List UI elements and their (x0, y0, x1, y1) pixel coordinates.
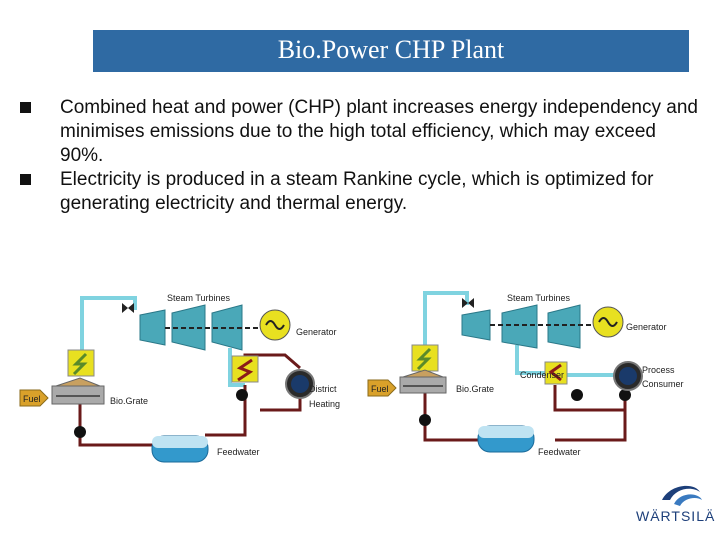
steam-pipe (80, 296, 137, 350)
right-diagram: Fuel Steam Turbines Generator Bio.Grate … (367, 291, 684, 457)
fuel-label: Fuel (371, 384, 389, 394)
water-pipe (205, 385, 247, 437)
steam-pipe (228, 348, 245, 387)
pump-icon (619, 389, 631, 401)
feedwater-label: Feedwater (217, 447, 260, 457)
square-bullet-icon (20, 174, 31, 185)
valve-icon (122, 303, 134, 313)
page-title: Bio.Power CHP Plant (93, 30, 689, 72)
pump-icon (571, 389, 583, 401)
steam-turbines-label: Steam Turbines (167, 293, 231, 303)
bio-grate-icon (399, 369, 447, 394)
generator-label: Generator (296, 327, 337, 337)
water-pipe (553, 385, 625, 412)
bullet-text: Combined heat and power (CHP) plant incr… (60, 97, 698, 166)
heat-exchanger-icon (231, 355, 259, 383)
turbine-icon (461, 309, 491, 341)
water-pipe (260, 395, 302, 412)
pump-icon (74, 426, 86, 438)
turbine-icon (211, 304, 243, 351)
bullet-text: Electricity is produced in a steam Ranki… (60, 169, 654, 214)
bio-grate-label: Bio.Grate (110, 396, 148, 406)
fuel-arrow-icon (367, 379, 397, 397)
steam-turbines-label: Steam Turbines (507, 293, 571, 303)
feedwater-label: Feedwater (538, 447, 581, 457)
process-consumer-label: Consumer (642, 379, 684, 389)
district-heating-label: District (309, 384, 337, 394)
square-bullet-icon (20, 102, 31, 113)
condenser-label: Condenser (520, 370, 564, 380)
left-diagram: Fuel Steam Turbines Generator Bio.Grate … (19, 293, 340, 463)
water-pipe (423, 390, 480, 442)
steam-pipe (515, 345, 545, 375)
pump-icon (236, 389, 248, 401)
wartsila-logo-icon (662, 485, 702, 506)
district-heating-label: Heating (309, 399, 340, 409)
turbine-icon (501, 304, 538, 349)
generator-label: Generator (626, 322, 667, 332)
steam-pipe (423, 291, 469, 350)
chp-process-diagram: Fuel Steam Turbines Generator Bio.Grate … (19, 291, 684, 463)
valve-icon (462, 298, 474, 308)
turbine-icon (547, 304, 581, 349)
bullet-item: Combined heat and power (CHP) plant incr… (18, 96, 698, 168)
process-consumer-label: Process (642, 365, 675, 375)
bullet-item: Electricity is produced in a steam Ranki… (18, 168, 698, 216)
logo-text: WÄRTSILÄ (636, 508, 716, 524)
bullet-list: Combined heat and power (CHP) plant incr… (18, 96, 698, 216)
water-pipe (555, 385, 627, 442)
fuel-label: Fuel (23, 394, 41, 404)
turbine-icon (171, 304, 206, 351)
turbine-icon (139, 309, 166, 346)
bio-grate-label: Bio.Grate (456, 384, 494, 394)
fuel-arrow-icon (19, 389, 49, 407)
bio-grate-icon (51, 377, 105, 405)
pump-icon (419, 414, 431, 426)
water-pipe (78, 390, 155, 447)
